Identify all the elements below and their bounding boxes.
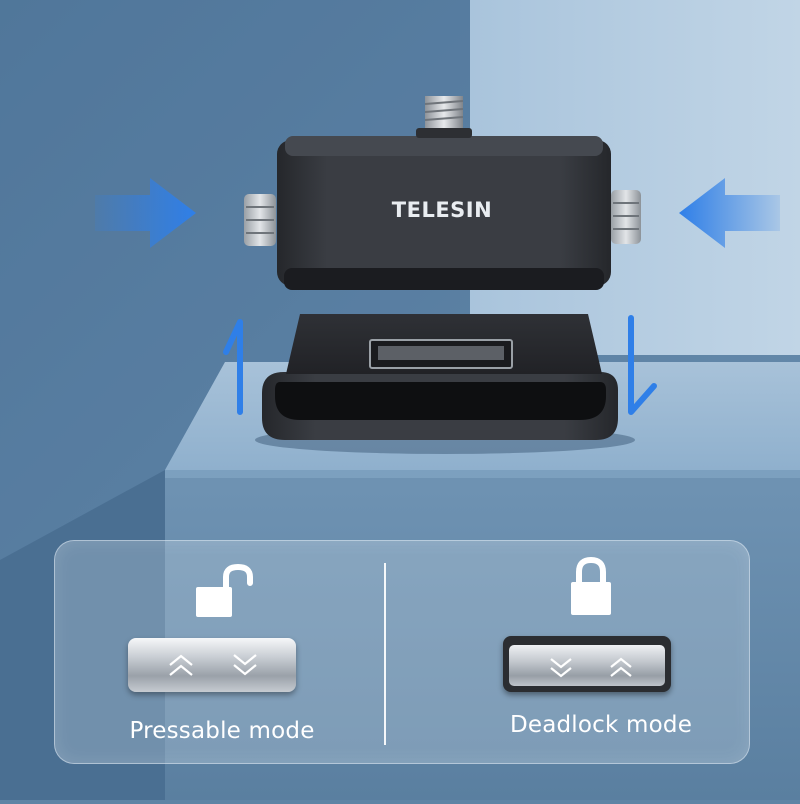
down-arrow-icon <box>628 315 657 415</box>
double-chevron-down-icon <box>233 654 257 676</box>
double-chevron-up-icon <box>610 657 632 677</box>
locked-padlock-icon <box>571 556 611 615</box>
brand-logo-text: TELESIN <box>391 198 493 222</box>
up-arrow-icon <box>223 319 243 415</box>
double-chevron-up-icon <box>169 654 193 676</box>
pressable-mode-label: Pressable mode <box>129 718 315 744</box>
deadlock-slider <box>503 636 671 692</box>
deadlock-mode-label: Deadlock mode <box>509 712 693 738</box>
pressable-slider <box>128 638 296 692</box>
left-arrow-icon <box>95 178 196 248</box>
right-arrow-icon <box>679 178 780 248</box>
deadlock-slider-button <box>509 645 665 686</box>
panel-divider <box>384 563 386 745</box>
double-chevron-down-icon <box>550 658 572 678</box>
unlocked-padlock-icon <box>196 563 253 617</box>
